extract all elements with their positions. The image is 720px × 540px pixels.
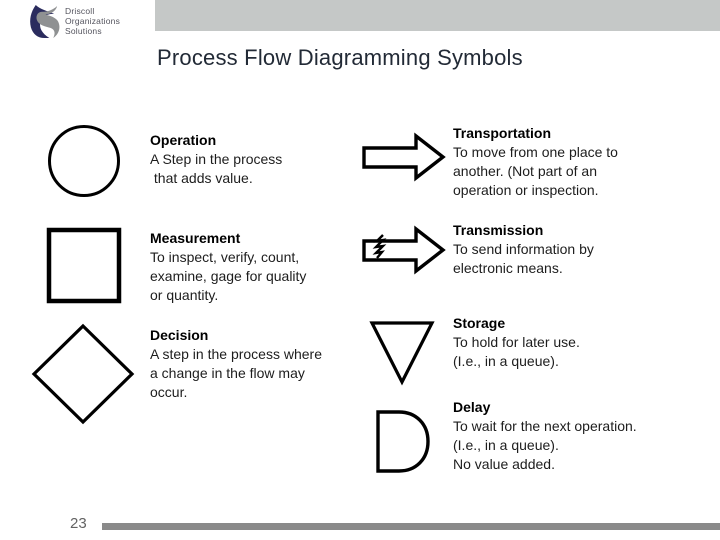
logo-text-line: Organizations <box>65 16 121 26</box>
delay-halfround-symbol <box>375 409 431 475</box>
transmission-entry: Transmission To send information by elec… <box>453 221 713 278</box>
company-logo: Driscoll Organizations Solutions <box>28 4 120 39</box>
logo-text-line: Driscoll <box>65 6 95 16</box>
transmission-arrow-zigzag-symbol <box>361 225 447 275</box>
symbol-description-line: To move from one place to <box>453 144 618 160</box>
decision-diamond-symbol <box>31 323 135 425</box>
symbol-description-line: occur. <box>150 384 188 400</box>
logo-text: Driscoll Organizations Solutions <box>65 4 120 36</box>
footer-accent-bar <box>102 523 720 530</box>
symbol-name: Measurement <box>150 230 241 246</box>
storage-inverted-triangle-symbol <box>369 319 435 386</box>
operation-circle-symbol <box>47 124 121 198</box>
symbol-description-line: operation or inspection. <box>453 182 599 198</box>
operation-entry: Operation A Step in the process that add… <box>150 131 365 188</box>
logo-text-line: Solutions <box>65 26 102 36</box>
symbol-description-line: (I.e., in a queue). <box>453 353 559 369</box>
symbol-description-line: a change in the flow may <box>150 365 305 381</box>
symbol-name: Delay <box>453 399 491 415</box>
symbol-name: Transmission <box>453 222 544 238</box>
decision-entry: Decision A step in the process where a c… <box>150 326 375 402</box>
transportation-arrow-symbol <box>361 132 447 182</box>
symbol-name: Transportation <box>453 125 552 141</box>
delay-entry: Delay To wait for the next operation. (I… <box>453 398 713 474</box>
storage-entry: Storage To hold for later use. (I.e., in… <box>453 314 713 371</box>
page-number: 23 <box>70 515 87 532</box>
logo-swoosh-icon <box>30 5 60 38</box>
symbol-description-line: To wait for the next operation. <box>453 418 637 434</box>
symbol-description-line: or quantity. <box>150 287 219 303</box>
symbol-description-line: No value added. <box>453 456 555 472</box>
symbol-name: Decision <box>150 327 209 343</box>
symbol-description-line: To send information by <box>453 241 594 257</box>
slide-title: Process Flow Diagramming Symbols <box>157 45 523 70</box>
symbol-description-line: electronic means. <box>453 260 563 276</box>
transportation-entry: Transportation To move from one place to… <box>453 124 713 200</box>
symbol-description-line: A Step in the process <box>150 151 283 167</box>
measurement-entry: Measurement To inspect, verify, count, e… <box>150 229 365 305</box>
symbol-description-line: examine, gage for quality <box>150 268 307 284</box>
symbol-description-line: A step in the process where <box>150 346 322 362</box>
top-accent-bar <box>155 0 720 31</box>
symbol-name: Operation <box>150 132 217 148</box>
symbol-description-line: that adds value. <box>150 170 253 186</box>
measurement-square-symbol <box>46 227 122 304</box>
symbol-description-line: To inspect, verify, count, <box>150 249 300 265</box>
symbol-description-line: To hold for later use. <box>453 334 580 350</box>
symbol-name: Storage <box>453 315 506 331</box>
symbol-description-line: (I.e., in a queue). <box>453 437 559 453</box>
symbol-description-line: another. (Not part of an <box>453 163 597 179</box>
